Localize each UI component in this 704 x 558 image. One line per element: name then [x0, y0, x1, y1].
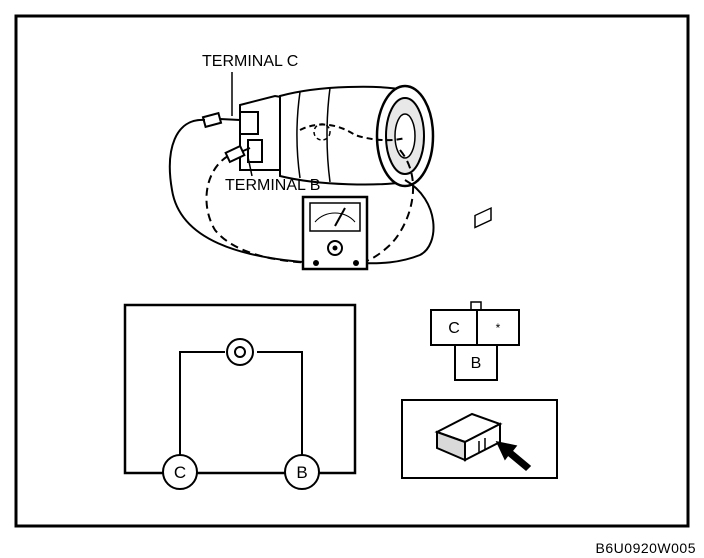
- schematic-frame: [123, 303, 357, 475]
- terminal-c-label: TERMINAL C: [202, 53, 298, 70]
- schematic-terminal-b-label: B: [296, 463, 307, 482]
- schematic-terminal-c-label: C: [174, 463, 186, 482]
- connector-pin-c: C: [448, 320, 460, 337]
- terminal-b-label: TERMINAL B: [225, 177, 320, 194]
- probe-connectors: [201, 111, 251, 164]
- test-leads: [168, 118, 435, 265]
- reference-code: B6U0920W005: [595, 540, 696, 556]
- connector-view-frame: [401, 399, 558, 479]
- connector-face: C * B: [430, 301, 520, 381]
- schematic-diagram: C B: [123, 303, 357, 490]
- schematic-terminal-b: [284, 454, 320, 490]
- connector-pin-star: *: [496, 321, 501, 335]
- terminal-b-leader: [247, 156, 253, 177]
- view-direction-arrow: [495, 440, 532, 472]
- connector-pin-b: B: [471, 355, 482, 372]
- schematic-terminal-c: [162, 454, 198, 490]
- lighter-socket-illustration: [239, 84, 435, 188]
- ohmmeter: [301, 195, 369, 271]
- connector-view: [401, 206, 558, 479]
- outer-frame: [14, 14, 690, 528]
